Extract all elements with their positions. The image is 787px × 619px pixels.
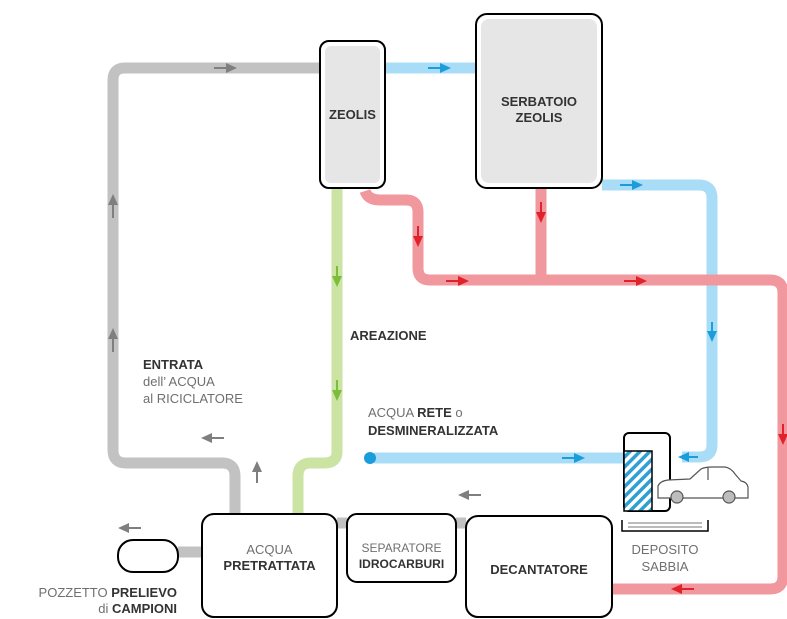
zeolis-tank [319,40,386,189]
entrata-label: ENTRATA [143,357,204,372]
pozzetto-label: POZZETTO PRELIEVO [0,585,177,601]
arrow-down-icon [536,202,546,223]
arrow-down-icon [332,380,342,401]
areazione-label: AREAZIONE [350,328,427,343]
acqua-label: ACQUA [246,542,293,557]
zeolis-label: ZEOLIS [329,107,376,122]
arrow-right-icon [620,180,643,190]
gray-pipe-return [107,62,320,516]
blue-pipe-tank-filter [602,179,718,463]
arrow-right-icon [446,276,469,286]
entrata-label-line2: dell’ ACQUA [143,374,215,389]
acqua-rete-suffix: o [451,405,463,420]
serbatoio-label-line1: SERBATOIO [500,94,578,109]
arrow-right-icon [214,63,237,73]
arrow-down-icon [778,424,787,445]
arrow-right-icon [428,63,451,73]
red-pipe-main [359,188,787,595]
car-icon [657,466,749,504]
arrow-right-icon [624,276,647,286]
arrow-down-icon [413,226,423,247]
campioni-line: di CAMPIONI [0,601,177,617]
idrocarburi-label: IDROCARBURI [358,557,445,571]
decantatore-box [465,515,613,618]
green-pipe-aeration [292,186,343,516]
sand-deposit-icon [621,520,709,532]
decantatore-label: DECANTATORE [490,562,588,577]
filter-icon [623,432,671,512]
arrow-up-icon [108,194,118,218]
serbatoio-label-line2: ZEOLIS [515,110,563,125]
arrow-left-icon [201,433,224,443]
separatore-label: SEPARATORE [361,541,442,555]
arrow-left-icon [671,584,694,594]
entrata-label-line3: al RICICLATORE [143,391,243,406]
prelievo-label: PRELIEVO [111,585,177,600]
acqua-rete-prefix: ACQUA [368,405,418,420]
pozzetto-prefix: POZZETTO [38,585,112,600]
sampling-well-icon [117,539,179,573]
arrow-up-icon [108,328,118,352]
flow-arrows [108,63,787,594]
acqua-pretrattata-box [201,513,338,618]
arrow-left-icon [118,523,141,533]
di-label: di [98,601,112,616]
mains-inlet-dot [364,452,376,464]
arrow-up-icon [252,461,262,483]
acqua-rete-label: ACQUA RETE o [368,405,463,421]
sabbia-label: SABBIA [641,559,689,574]
deposito-label: DEPOSITO [631,542,699,557]
separatore-box [346,513,457,583]
desmineralizzata-label: DESMINERALIZZATA [368,423,499,438]
pretrattata-label: PRETRATTATA [223,558,316,573]
arrow-down-icon [332,266,342,287]
campioni-label: CAMPIONI [112,601,177,616]
acqua-rete-bold: RETE [417,405,452,420]
arrow-down-icon [707,322,717,342]
arrow-left-icon [458,490,481,500]
arrow-left-icon [678,452,698,462]
serbatoio-zeolis-tank [475,13,603,189]
arrow-right-icon [562,453,585,463]
